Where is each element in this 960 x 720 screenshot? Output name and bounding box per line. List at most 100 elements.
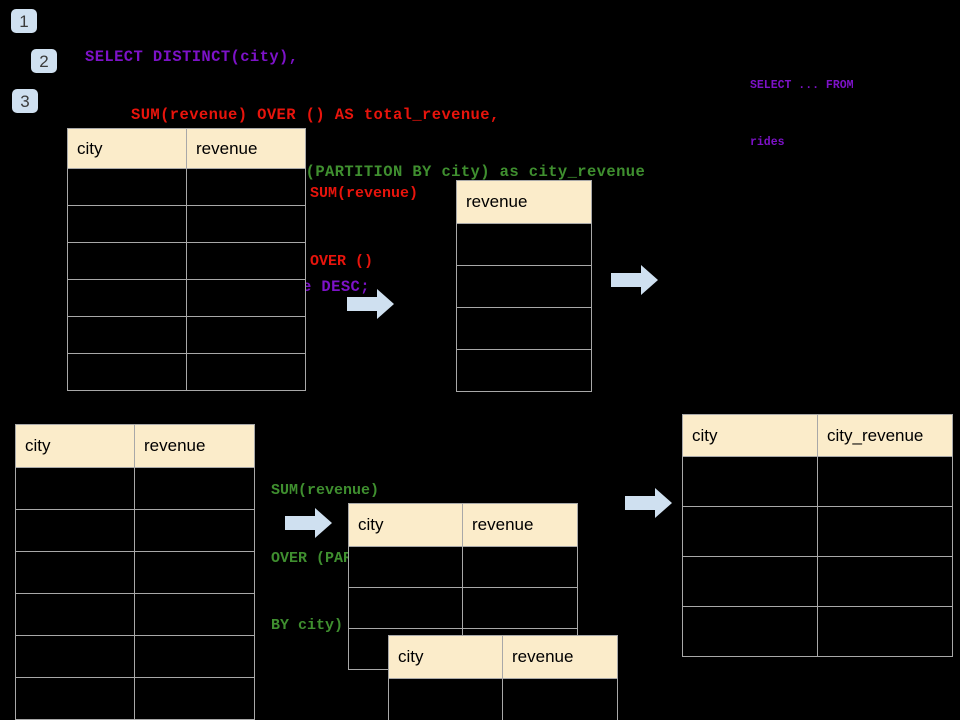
table-body: revenue (456, 180, 592, 392)
step-badge-3: 3 (12, 89, 38, 113)
table-row (15, 509, 255, 552)
table-cell (134, 467, 255, 510)
table-cell (502, 678, 618, 720)
annotation-sum-over-partition: SUM(revenue) OVER (PARTITION BY city) (271, 435, 406, 683)
table-row (456, 307, 592, 350)
annotation-line-1: SUM(revenue) (271, 482, 380, 499)
table-cell (817, 606, 953, 657)
step-badge-1: 1 (11, 9, 37, 33)
column-header-revenue: revenue (502, 635, 618, 679)
column-header-city_revenue: city_revenue (817, 414, 953, 457)
table-row (456, 349, 592, 392)
table-row (682, 506, 953, 557)
table-cell (462, 546, 578, 588)
column-header-city: city (388, 635, 503, 679)
table-cell (682, 506, 818, 557)
table-row (67, 205, 306, 243)
flow-arrow-bottom-left (285, 508, 332, 538)
step-badge-2: 2 (31, 49, 57, 73)
table-row (682, 606, 953, 657)
table-cell (682, 606, 818, 657)
table-cell (134, 635, 255, 678)
column-header-revenue: revenue (134, 424, 255, 468)
table-row (15, 593, 255, 636)
table-cell (186, 242, 306, 280)
table-row (67, 279, 306, 317)
table-cell (186, 316, 306, 354)
table-cell (186, 279, 306, 317)
table-cell (462, 587, 578, 629)
table-cell (134, 551, 255, 594)
table-row (682, 556, 953, 607)
column-header-city: city (682, 414, 818, 457)
table-row (15, 551, 255, 594)
table-row (682, 456, 953, 507)
table-row (67, 353, 306, 391)
table-cell (817, 506, 953, 557)
table-cell (15, 635, 135, 678)
table-cell (67, 205, 187, 243)
table-row (15, 677, 255, 720)
table-cell (134, 593, 255, 636)
flow-arrow-top-left (347, 289, 394, 319)
table-cell (456, 223, 592, 266)
column-header-revenue: revenue (456, 180, 592, 224)
table-cell (348, 587, 463, 629)
side-note-line-1: SELECT ... FROM (750, 79, 854, 92)
table-cell (67, 242, 187, 280)
table-row (15, 635, 255, 678)
table-row (388, 678, 618, 720)
side-note-line-2: rides (750, 136, 785, 149)
table-row (67, 242, 306, 280)
table-cell (456, 349, 592, 392)
table-cell (67, 279, 187, 317)
select-from-rides-note: SELECT ... FROM rides (750, 38, 854, 190)
table-cell (817, 556, 953, 607)
flow-arrow-bottom-right (625, 488, 672, 518)
table-cell (682, 556, 818, 607)
table-cell (15, 593, 135, 636)
table-cell (15, 509, 135, 552)
table-row (15, 467, 255, 510)
column-header-city: city (15, 424, 135, 468)
annotation-sum-over-empty: SUM(revenue) OVER () (310, 138, 418, 318)
sql-line-2: SUM(revenue) OVER () AS total_revenue, (131, 105, 500, 124)
table-row (67, 168, 306, 206)
column-header-city: city (67, 128, 187, 169)
column-header-revenue: revenue (462, 503, 578, 547)
column-header-revenue: revenue (186, 128, 306, 169)
annotation-line-3: BY city) (271, 617, 344, 634)
table-cell (682, 456, 818, 507)
table-cell (134, 509, 255, 552)
table-cell (134, 677, 255, 720)
total-revenue-table: revenue (456, 180, 592, 392)
table-cell (15, 467, 135, 510)
table-cell (186, 205, 306, 243)
table-row (456, 265, 592, 308)
table-cell (67, 316, 187, 354)
table-cell (67, 353, 187, 391)
annotation-line-2: OVER () (310, 252, 374, 270)
table-cell (15, 551, 135, 594)
table-cell (456, 307, 592, 350)
column-header-city: city (348, 503, 463, 547)
flow-arrow-top-right (611, 265, 658, 295)
table-row (456, 223, 592, 266)
table-cell (67, 168, 187, 206)
sql-line-1: SELECT DISTINCT(city), (85, 48, 299, 66)
table-row (348, 587, 578, 629)
annotation-line-1: SUM(revenue) (310, 185, 419, 202)
table-cell (456, 265, 592, 308)
table-cell (186, 353, 306, 391)
